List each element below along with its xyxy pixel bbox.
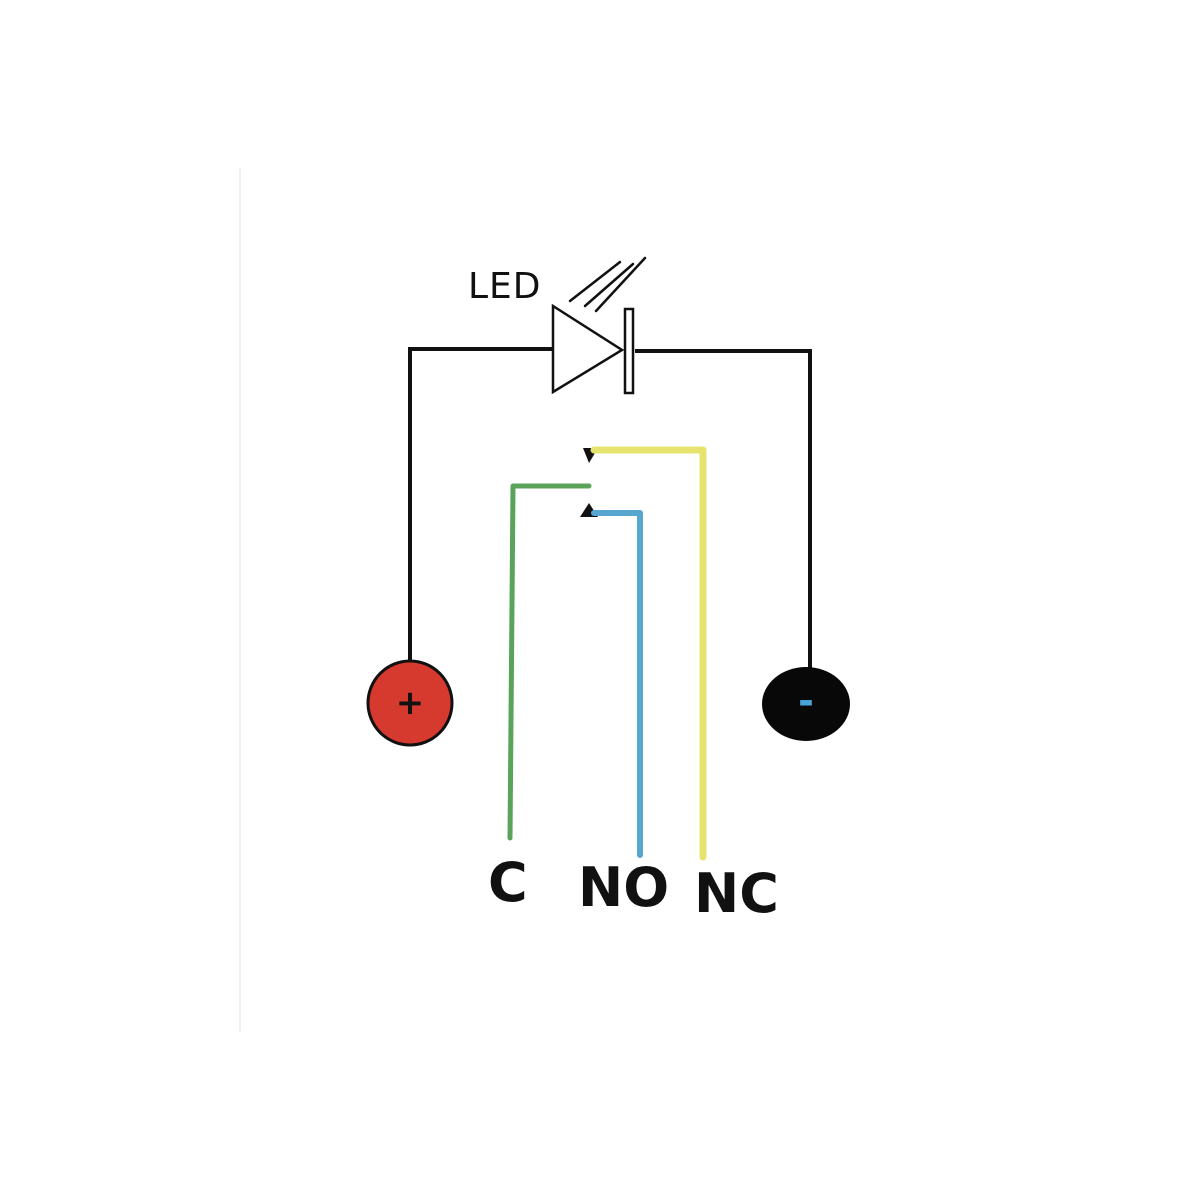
terminal-labels: C NO NC xyxy=(488,851,779,925)
negative-terminal: - xyxy=(762,667,850,741)
page-edge-line xyxy=(239,168,241,1032)
normally-open-terminal-label: NO xyxy=(578,856,669,919)
common-wire xyxy=(507,483,592,841)
normally-closed-terminal-label: NC xyxy=(694,862,779,925)
main-circuit-wires xyxy=(408,347,812,670)
led-symbol: LED xyxy=(468,256,647,395)
positive-symbol: + xyxy=(396,683,425,723)
negative-symbol: - xyxy=(798,679,814,723)
light-emission-icon xyxy=(568,256,647,313)
positive-terminal: + xyxy=(366,659,454,747)
positive-wire xyxy=(408,347,555,667)
switch-wires xyxy=(507,446,707,861)
common-terminal-label: C xyxy=(488,851,528,914)
led-cathode-bar xyxy=(623,307,635,395)
no-wire xyxy=(591,510,643,858)
switch-contact-markers xyxy=(580,448,598,517)
led-triangle xyxy=(551,303,625,395)
negative-wire xyxy=(635,349,812,670)
led-label: LED xyxy=(468,266,542,307)
nc-wire xyxy=(590,446,707,861)
